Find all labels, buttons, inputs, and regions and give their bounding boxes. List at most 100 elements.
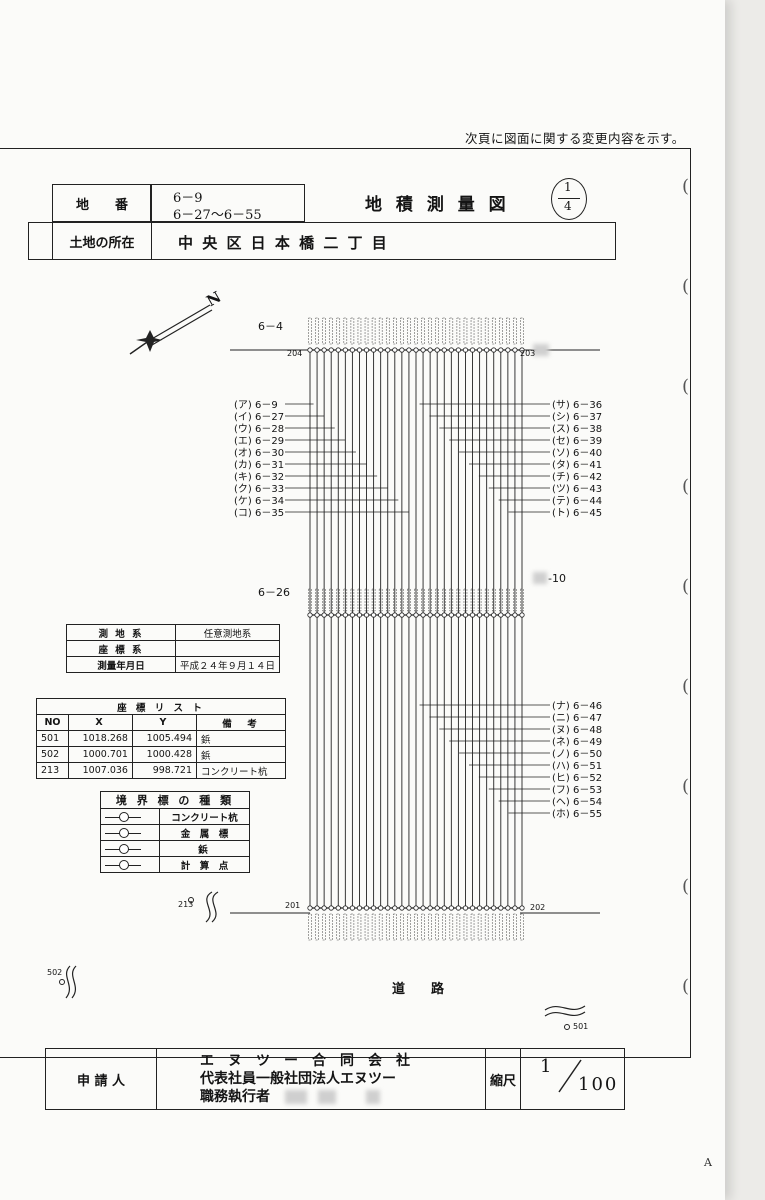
boundary-point	[321, 612, 327, 618]
point-number-tick	[308, 913, 312, 941]
boundary-point	[491, 347, 497, 353]
lot-label: (チ) 6－42	[552, 472, 603, 483]
point-213: 213	[178, 900, 194, 909]
boundary-point	[349, 612, 356, 618]
point-number-tick	[520, 588, 524, 612]
boundary-point	[491, 612, 497, 618]
point-number-tick	[506, 913, 510, 941]
binding-mark: (	[681, 876, 689, 897]
point-number-tick	[463, 588, 468, 612]
point-number-tick	[484, 588, 489, 612]
table-row: 測量年月日平成２４年９月１４日	[66, 656, 280, 673]
applicant-label-cell: 申 請 人	[45, 1048, 157, 1110]
point-number-tick	[477, 317, 482, 345]
point-number-tick	[400, 317, 404, 345]
boundary-point	[462, 612, 469, 618]
boundary-point	[335, 612, 341, 618]
boundary-point	[462, 347, 469, 353]
calc-point-icon	[105, 859, 141, 870]
boundary-point	[420, 905, 426, 911]
point-number-tick	[393, 317, 397, 345]
boundary-point	[512, 612, 518, 618]
lot-label: (サ) 6－36	[552, 400, 603, 411]
boundary-point	[462, 905, 469, 911]
table-row: 鋲	[100, 840, 250, 857]
location-row	[28, 222, 616, 260]
boundary-point	[413, 905, 419, 911]
boundary-point	[413, 612, 419, 618]
point-number-tick	[477, 588, 482, 612]
boundary-point	[314, 905, 320, 911]
lot-label: (エ) 6－29	[234, 436, 285, 447]
point-number-tick	[400, 588, 404, 612]
survey-info-table: 測 地 系任意測地系 座 標 系 測量年月日平成２４年９月１４日	[66, 624, 280, 673]
lot-label: (ト) 6－45	[552, 508, 603, 519]
applicant-executor: 職務執行者	[200, 1089, 270, 1105]
boundary-point	[307, 347, 313, 353]
point-number-tick	[357, 588, 362, 612]
boundary-point	[385, 347, 391, 353]
boundary-point	[399, 905, 405, 911]
point-number-tick	[364, 588, 369, 612]
point-number-tick	[499, 317, 503, 345]
point-number-tick	[491, 588, 496, 612]
lot-label: (ナ) 6－46	[552, 701, 603, 712]
boundary-point	[399, 347, 405, 353]
lot-label: (ヘ) 6－54	[552, 797, 603, 808]
scale-numerator: 1	[540, 1056, 552, 1077]
point-number-tick	[484, 913, 489, 941]
metal-marker-icon	[105, 827, 141, 838]
lot-label: (コ) 6－35	[234, 508, 285, 519]
point-number-tick	[421, 317, 425, 345]
boundary-point	[455, 905, 461, 911]
boundary-point	[512, 347, 518, 353]
lot-6-26: 6－26	[258, 586, 290, 599]
point-number-tick	[513, 317, 517, 345]
lot-line-1: 6－9	[173, 191, 203, 206]
boundary-point	[498, 612, 504, 618]
boundary-point	[477, 905, 483, 911]
point-number-tick	[456, 588, 461, 612]
boundary-point	[378, 612, 384, 618]
point-number-tick	[364, 913, 369, 941]
boundary-point	[307, 612, 313, 618]
boundary-point	[469, 905, 476, 911]
point-number-tick	[385, 317, 390, 345]
boundary-point	[349, 347, 356, 353]
boundary-point	[399, 612, 405, 618]
lot-label: (ニ) 6－47	[552, 713, 603, 724]
boundary-point	[392, 347, 398, 353]
boundary-point	[519, 612, 525, 618]
point-number-tick	[506, 588, 510, 612]
lot-label: (ホ) 6－55	[552, 809, 603, 820]
boundary-point	[378, 905, 384, 911]
binding-mark: (	[681, 376, 689, 397]
boundary-point	[342, 612, 348, 618]
point-number-tick	[484, 317, 489, 345]
boundary-point	[427, 905, 433, 911]
boundary-point	[328, 612, 334, 618]
lot-number-cell: 6－9 6－27～6－55	[150, 184, 305, 223]
point-number-tick	[308, 317, 312, 345]
lot-6-4: 6－4	[258, 320, 283, 333]
boundary-point	[420, 612, 426, 618]
revision-note: 次頁に図面に関する変更内容を示す。	[465, 131, 685, 146]
lot-label: (ケ) 6－34	[234, 496, 285, 507]
point-number-tick	[357, 317, 362, 345]
binding-mark: (	[681, 976, 689, 997]
point-number-tick	[414, 588, 418, 612]
point-number-tick	[421, 588, 425, 612]
boundary-point	[342, 347, 348, 353]
lot-strip-diagram	[230, 317, 600, 941]
point-number-tick	[371, 913, 376, 941]
scale-denominator: 100	[578, 1074, 619, 1095]
point-number-tick	[456, 317, 461, 345]
boundary-point	[434, 347, 440, 353]
lot-label: (ツ) 6－43	[552, 484, 603, 495]
point-number-tick	[378, 913, 383, 941]
boundary-point	[335, 347, 341, 353]
table-row: 座 標 系	[66, 640, 280, 657]
applicant-company: エ ヌ ツ ー 合 同 会 社	[200, 1053, 410, 1069]
